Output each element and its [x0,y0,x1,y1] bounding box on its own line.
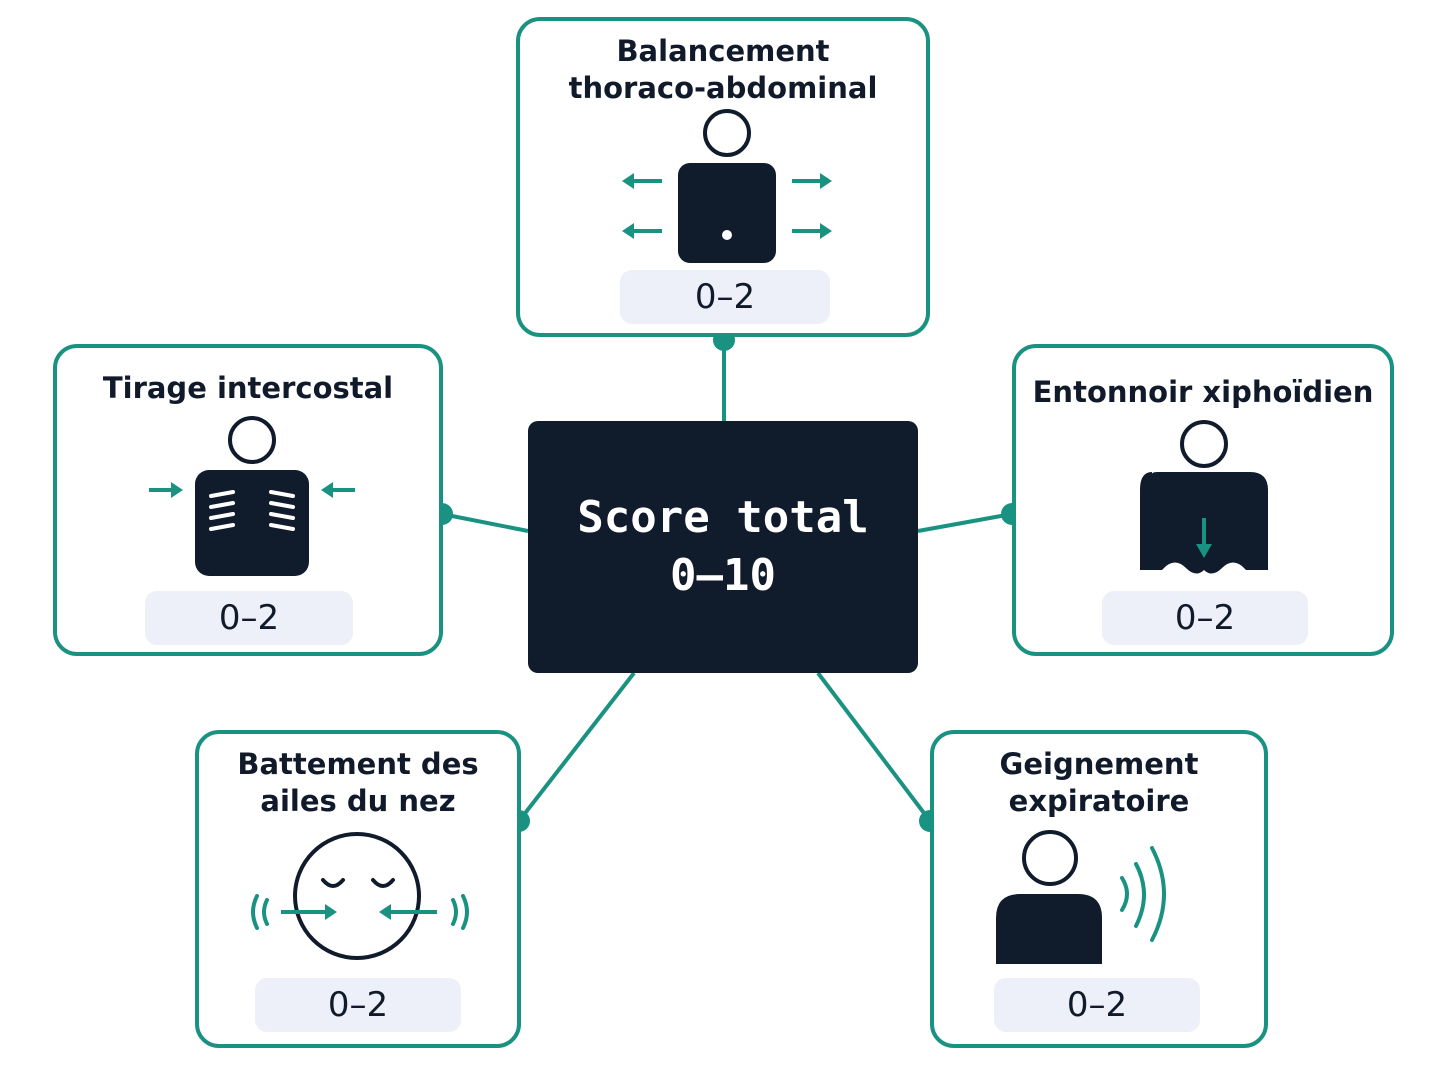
card-battement: Battement des ailes du nez 0–2 [195,730,521,1048]
total-score-box: Score total 0–10 [528,421,918,673]
card-battement-title: Battement des ailes du nez [237,747,479,818]
card-balancement: Balancement thoraco-abdominal 0–2 [516,17,930,337]
connector-bottom-left [517,671,636,823]
xiphoid-retraction-icon [1140,420,1268,574]
ribs-retraction-icon [149,416,355,576]
expiratory-grunting-icon [996,830,1166,964]
total-score-range: 0–10 [670,550,776,601]
card-entonnoir-title: Entonnoir xiphoïdien [1032,375,1374,409]
connector-right [917,512,1013,533]
card-tirage-score: 0–2 [145,591,353,645]
card-balancement-title: Balancement thoraco-abdominal [568,34,878,105]
card-entonnoir: Entonnoir xiphoïdien 0–2 [1012,344,1394,656]
card-tirage-title: Tirage intercostal [102,371,394,405]
connector-left [441,512,529,533]
card-geignement: Geignement expiratoire 0–2 [930,730,1268,1048]
nasal-flaring-face-icon [251,832,469,960]
torso-rocking-icon [622,109,832,263]
card-geignement-title: Geignement expiratoire [999,747,1199,818]
card-battement-score: 0–2 [255,978,461,1032]
card-balancement-score: 0–2 [620,270,830,324]
card-tirage: Tirage intercostal 0–2 [53,344,443,656]
total-score-title: Score total [577,492,869,543]
card-entonnoir-score: 0–2 [1102,591,1308,645]
connector-bottom-right [816,671,932,823]
card-geignement-score: 0–2 [994,978,1200,1032]
